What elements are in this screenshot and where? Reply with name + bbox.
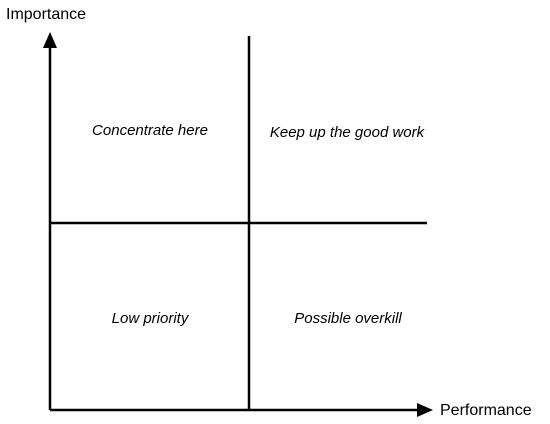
quadrant-label-low-priority: Low priority [112,310,190,327]
x-axis-title: Performance [440,402,532,419]
quadrant-label-concentrate: Concentrate here [92,122,208,139]
quadrant-label-possible-overkill: Possible overkill [294,310,402,327]
y-axis-arrow-icon [43,32,57,48]
x-axis-arrow-icon [417,403,433,417]
quadrant-label-keep-up: Keep up the good work [270,124,426,141]
y-axis-title: Importance [6,6,86,23]
